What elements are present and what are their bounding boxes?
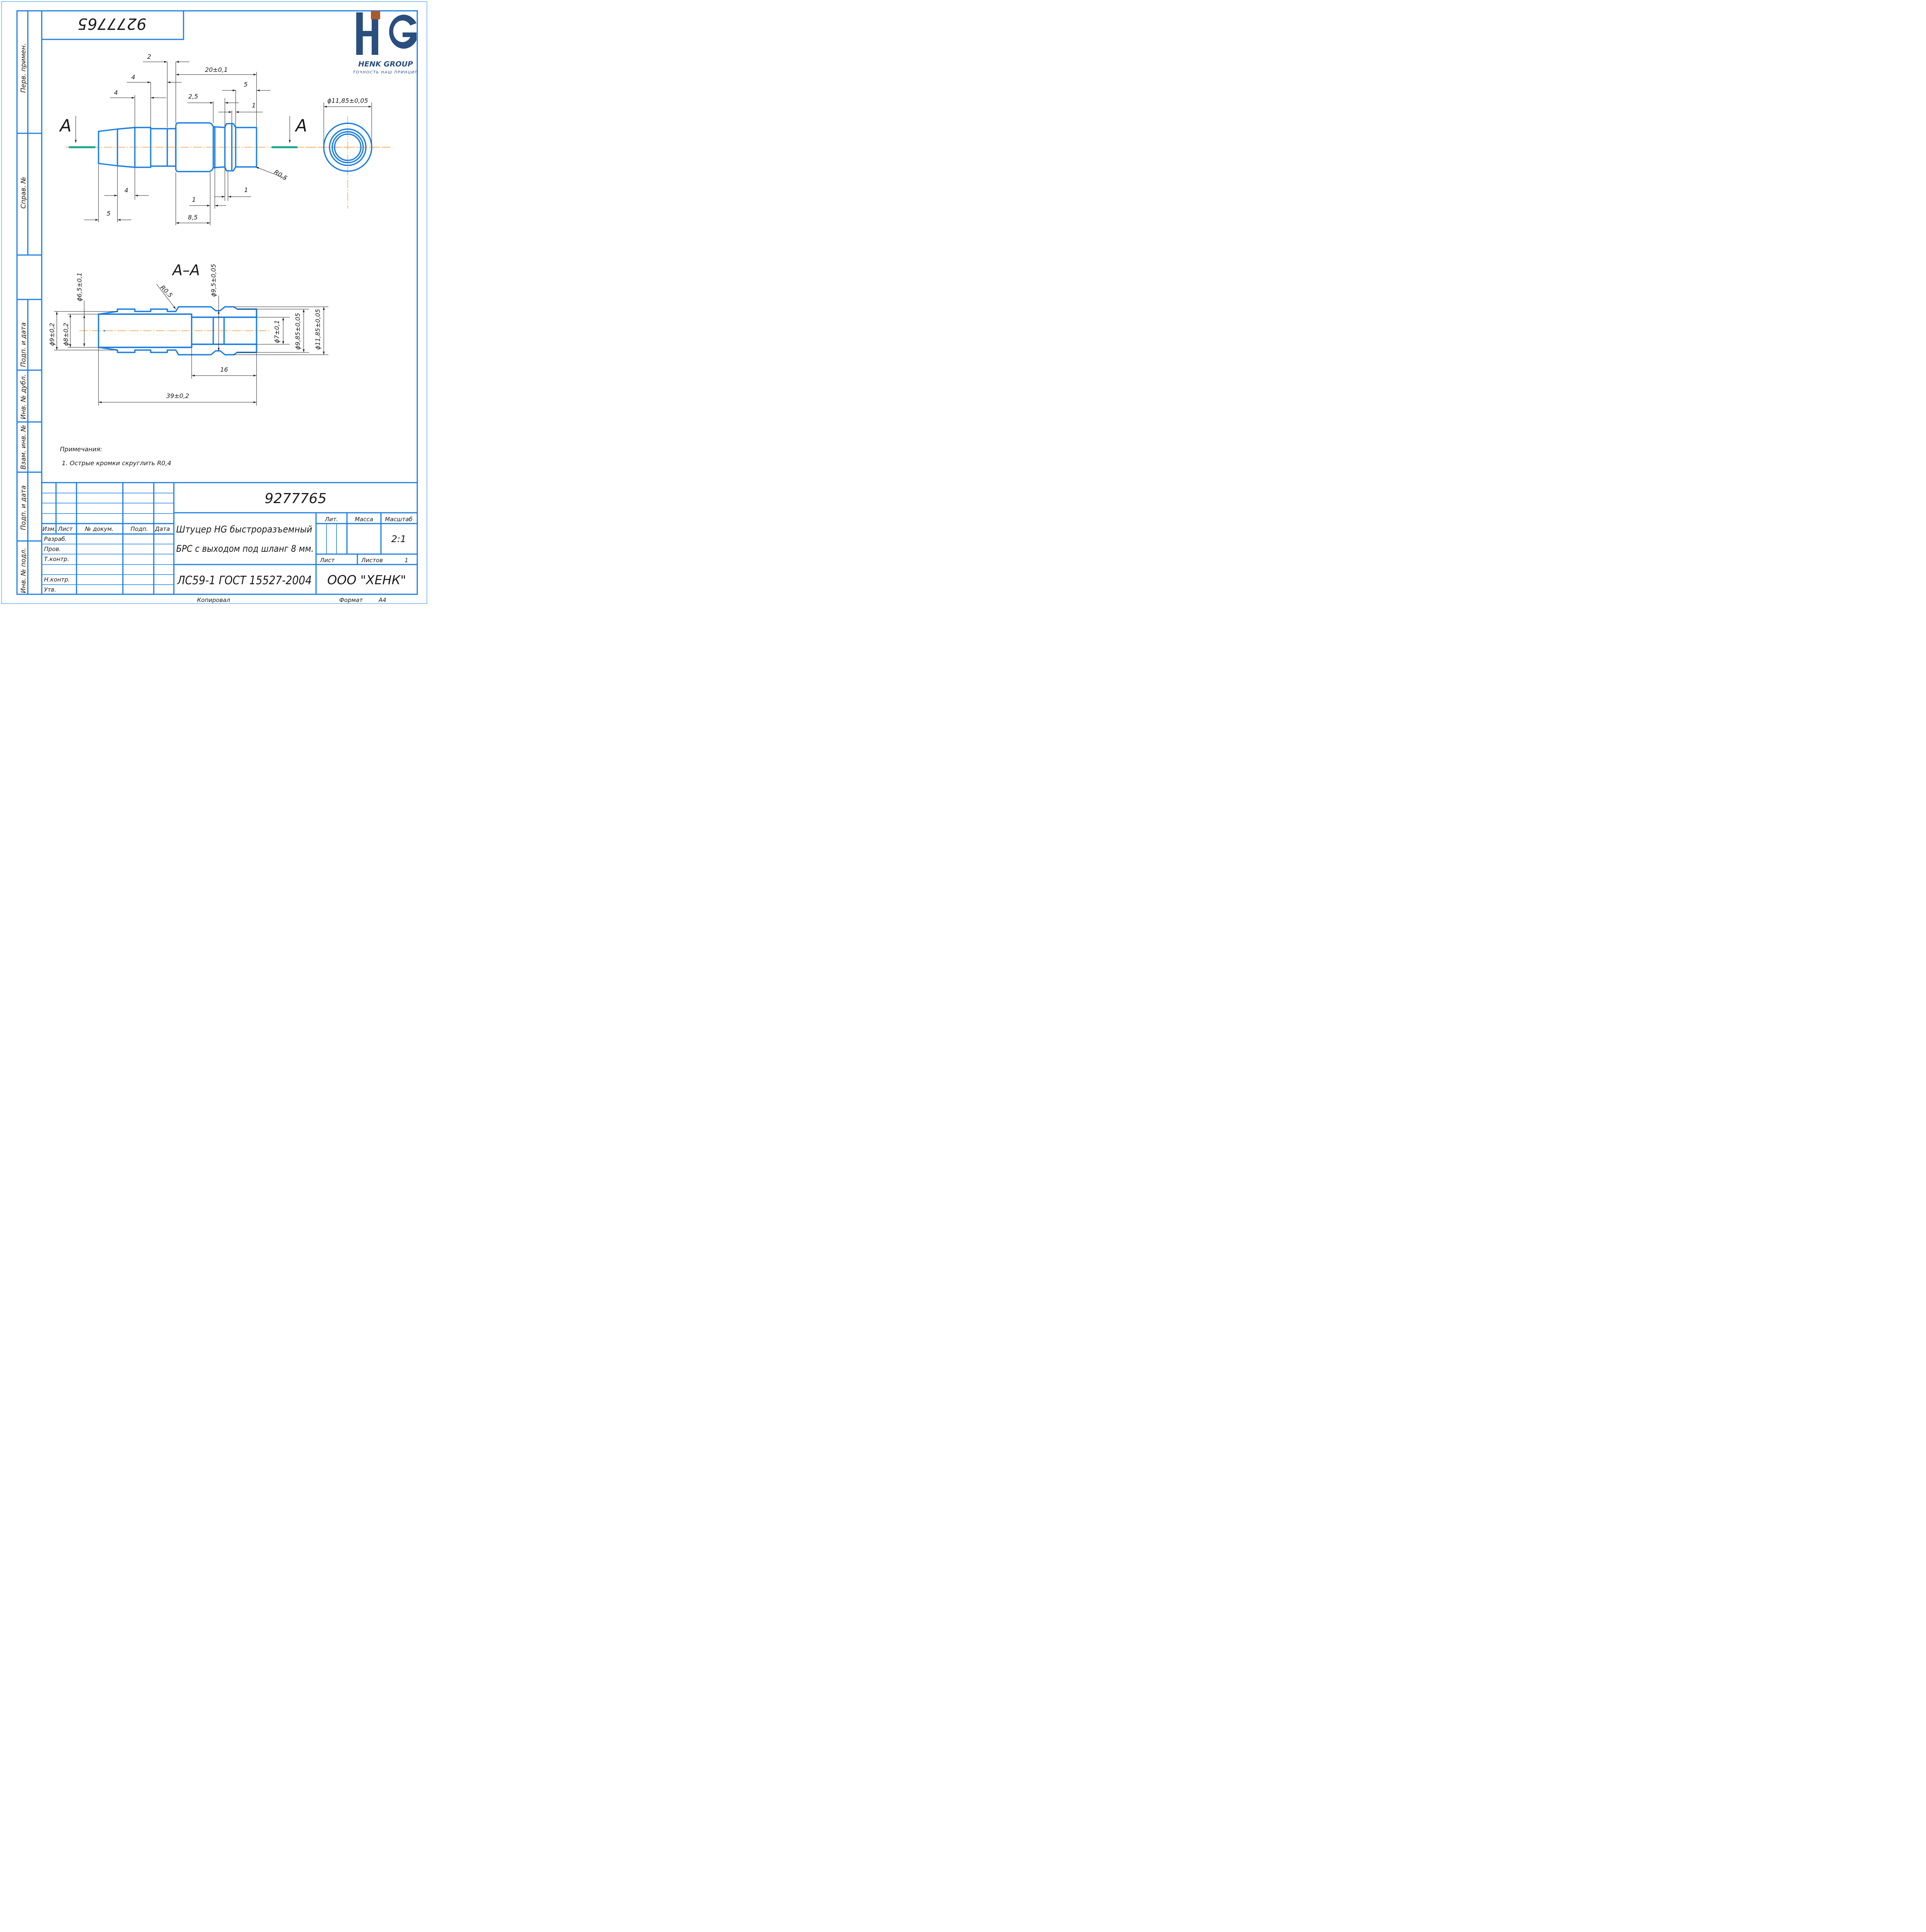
sheet-frame [1, 1, 427, 604]
side-labels: Перв. примен. Справ. № Подп. и дата Инв.… [20, 43, 27, 593]
dim-2-5: 2,5 [188, 93, 198, 100]
dim-2: 2 [147, 53, 151, 60]
tb-col-data: Дата [155, 526, 170, 532]
section-title: А–А [172, 262, 200, 279]
tb-format: А4 [378, 597, 386, 604]
tb-col-doc: № докум. [85, 526, 114, 532]
tb-lit: Лит. [325, 516, 338, 523]
dim-1-left: 1 [192, 196, 196, 203]
dim-39: 39±0,2 [166, 392, 189, 400]
dim-4a: 4 [131, 73, 135, 81]
dim-1-right: 1 [244, 186, 248, 194]
notes-item-1: 1. Острые кромки скруглить R0,4 [62, 459, 171, 467]
drawing-sheet: { "drawing_number": "9277765", "logo": {… [0, 0, 428, 605]
tb-masshtab: Масштаб [385, 516, 412, 523]
side-label-sprav: Справ. № [20, 177, 27, 209]
dim-phi-9-85: ϕ9,85±0,05 [294, 313, 301, 350]
tb-name-line2: БРС с выходом под шланг 8 мм. [176, 543, 314, 554]
tb-sheets-count: 1 [405, 557, 408, 564]
tb-tkontr: Т.контр. [44, 556, 69, 563]
tb-material: ЛС59-1 ГОСТ 15527-2004 [177, 574, 312, 587]
dim-phi-9-5: ϕ9,5±0,05 [210, 264, 217, 297]
tb-prov: Пров. [44, 546, 61, 553]
section-mark-left: А [59, 116, 71, 136]
dim-1-top: 1 [252, 102, 256, 109]
tb-nkontr: Н.контр. [44, 576, 70, 583]
tb-kopiroval: Копировал [197, 597, 230, 604]
top-drawing-number: 9277765 [78, 15, 146, 32]
tb-col-izm: Изм. [42, 526, 56, 532]
notes: Примечания: 1. Острые кромки скруглить R… [60, 446, 171, 467]
logo-slogan: ТОЧНОСТЬ НАШ ПРИНЦИП [353, 70, 418, 75]
dim-5-bottom: 5 [107, 210, 110, 217]
dim-20: 20±0,1 [205, 66, 228, 73]
dim-phi-8: ϕ8±0,2 [62, 323, 70, 346]
tb-name-line1: Штуцер HG быстроразъемный [176, 524, 312, 535]
tb-utv: Утв. [44, 586, 56, 593]
dim-phi-9: ϕ9±0,2 [48, 323, 56, 346]
front-view-dimensions: 2 20±0,1 4 5 4 2,5 1 R0,5 [84, 53, 289, 225]
tb-scale: 2:1 [391, 534, 406, 544]
side-label-podp-data-1: Подп. и дата [20, 322, 27, 367]
dim-4b: 4 [114, 89, 118, 96]
side-view: ϕ11,85±0,05 [305, 97, 392, 209]
side-label-vzam-inv: Взам. инв. № [20, 425, 27, 469]
dim-r05-front: R0,5 [273, 168, 289, 182]
dim-16: 16 [220, 366, 228, 373]
notes-title: Примечания: [60, 446, 102, 453]
side-label-inv-podl: Инв. № подл. [20, 548, 27, 593]
side-label-podp-data-2: Подп. и дата [20, 485, 27, 530]
section-view: А–А [79, 262, 270, 355]
dim-d11-85-side: ϕ11,85±0,05 [327, 97, 368, 104]
tb-designation: 9277765 [265, 491, 326, 507]
dim-phi-6-5: ϕ6,5±0,1 [76, 272, 83, 301]
side-label-perv-primen: Перв. примен. [20, 43, 27, 93]
tb-sheets: Листов [361, 557, 383, 564]
tb-company: ООО "ХЕНК" [327, 573, 406, 587]
section-dimensions: R0,5 ϕ6,5±0,1 ϕ9±0,2 ϕ8±0,2 ϕ9,5±0,05 ϕ7… [48, 264, 328, 406]
logo-company: HENK GROUP [358, 60, 413, 68]
tb-razrab: Разраб. [44, 536, 67, 543]
dim-5-top: 5 [244, 81, 248, 88]
henk-group-logo: HENK GROUP ТОЧНОСТЬ НАШ ПРИНЦИП HG [353, 11, 418, 75]
dim-8-5: 8,5 [188, 214, 197, 221]
title-block: Изм. Лист № докум. Подп. Дата Разраб. Пр… [42, 482, 417, 604]
dim-phi-7: ϕ7±0,1 [273, 320, 280, 343]
dim-phi-11-85-section: ϕ11,85±0,05 [314, 309, 321, 350]
tb-format-label: Формат [339, 597, 363, 604]
tb-massa: Масса [355, 516, 373, 523]
tb-sheet: Лист [320, 557, 335, 564]
tb-col-podp: Подп. [131, 526, 148, 532]
side-label-inv-dubl: Инв. № дубл. [20, 374, 27, 419]
drawing-svg: Перв. примен. Справ. № Подп. и дата Инв.… [1, 1, 427, 604]
dim-4c: 4 [124, 187, 128, 194]
tb-col-list: Лист [58, 526, 73, 532]
section-mark-right: А [294, 116, 307, 136]
